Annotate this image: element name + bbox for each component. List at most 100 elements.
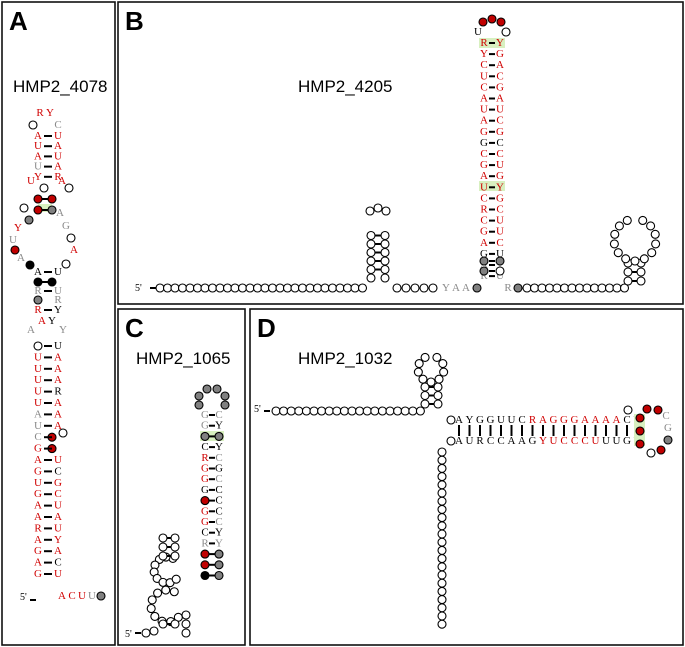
nucleotide: C (480, 81, 487, 93)
nucleotide: G (496, 81, 504, 93)
nucleotide: G (34, 488, 42, 500)
nucleotide: U (54, 130, 62, 142)
unpaired-nucleotide-dot (380, 273, 390, 283)
unpaired-nucleotide-dot (305, 283, 315, 293)
variant-nucleotide-dot (479, 256, 489, 266)
nucleotide: A (56, 207, 64, 219)
unpaired-nucleotide-dot (158, 542, 168, 552)
unpaired-nucleotide-dot (438, 359, 448, 369)
nucleotide: A (455, 435, 463, 447)
variant-nucleotide-dot (635, 413, 645, 423)
unpaired-nucleotide-dot (437, 488, 447, 498)
nucleotide: A (480, 237, 488, 249)
unpaired-nucleotide-dot (650, 229, 660, 239)
variant-nucleotide-dot (472, 283, 482, 293)
unpaired-nucleotide-dot (559, 283, 570, 293)
unpaired-nucleotide-dot (297, 283, 308, 293)
nucleotide: C (54, 465, 61, 477)
nucleotide: Y (442, 282, 450, 294)
nucleotide: C (34, 431, 41, 443)
unpaired-nucleotide-dot (58, 428, 68, 438)
nucleotide: Y (46, 107, 54, 119)
nucleotide: R (54, 294, 62, 306)
unpaired-nucleotide-dot (185, 283, 195, 293)
unpaired-nucleotide-dot (437, 603, 447, 613)
unpaired-nucleotide-dot (420, 352, 430, 362)
unpaired-nucleotide-dot (192, 283, 203, 293)
variant-nucleotide-dot (495, 256, 505, 266)
nucleotide: A (27, 324, 35, 336)
nucleotide: Y (215, 441, 223, 453)
nucleotide: R (34, 304, 42, 316)
unpaired-nucleotide-dot (230, 283, 240, 293)
covariation-highlight (38, 204, 52, 212)
nucleotide: U (78, 590, 86, 602)
variant-nucleotide-dot (33, 194, 43, 204)
nucleotide: C (496, 148, 503, 160)
nucleotide: U (88, 590, 96, 602)
unpaired-nucleotide-dot (366, 230, 376, 241)
nucleotide: R (36, 107, 44, 119)
nucleotide: A (54, 420, 62, 432)
variant-nucleotide-dot (212, 384, 222, 394)
nucleotide: G (201, 505, 209, 517)
nucleotide: U (480, 70, 488, 82)
nucleotide: R (34, 522, 42, 534)
nucleotide: A (34, 150, 42, 162)
unpaired-nucleotide-dot (141, 628, 151, 638)
unpaired-nucleotide-dot (636, 276, 646, 286)
unpaired-nucleotide-dot (271, 406, 281, 416)
unpaired-nucleotide-dot (28, 120, 38, 130)
panel-d-title: HMP2_1032 (298, 349, 393, 368)
unpaired-nucleotide-dot (582, 283, 592, 293)
variant-nucleotide-dot (194, 391, 204, 401)
unpaired-nucleotide-dot (437, 496, 447, 506)
nucleotide: Y (54, 304, 62, 316)
nucleotide: Y (496, 181, 504, 193)
nucleotide: A (54, 397, 62, 409)
nucleotide: G (201, 484, 209, 496)
panel-a-border (1, 1, 116, 646)
unpaired-nucleotide-dot (64, 183, 74, 193)
variant-nucleotide-dot (635, 426, 645, 436)
variant-nucleotide-dot (487, 14, 497, 24)
nucleotide: C (215, 484, 222, 496)
nucleotide: A (34, 130, 42, 142)
nucleotide: A (54, 363, 62, 375)
unpaired-nucleotide-dot (647, 248, 657, 258)
nucleotide: G (480, 126, 488, 138)
nucleotide: A (581, 414, 589, 426)
panel-b-border (117, 1, 684, 305)
nucleotide: G (529, 435, 537, 447)
unpaired-nucleotide-dot (149, 626, 159, 636)
unpaired-nucleotide-dot (279, 406, 289, 416)
nucleotide: G (480, 226, 488, 238)
unpaired-nucleotide-dot (377, 406, 387, 416)
unpaired-nucleotide-dot (286, 406, 296, 416)
nucleotide: G (201, 463, 209, 475)
unpaired-nucleotide-dot (170, 551, 180, 561)
unpaired-nucleotide-dot (380, 230, 390, 241)
variant-nucleotide-dot (642, 404, 652, 414)
nucleotide: A (480, 93, 488, 105)
nucleotide: U (54, 266, 62, 278)
variant-nucleotide-dot (200, 560, 210, 570)
nucleotide: A (58, 590, 66, 602)
unpaired-nucleotide-dot (589, 283, 600, 293)
nucleotide: G (201, 516, 209, 528)
nucleotide: C (496, 115, 503, 127)
nucleotide: U (34, 386, 42, 398)
covariation-highlight (479, 181, 505, 191)
nucleotide: G (201, 473, 209, 485)
panel-c-letter: C (125, 313, 144, 343)
unpaired-nucleotide-dot (393, 406, 403, 416)
nucleotide: A (34, 266, 42, 278)
nucleotide: Y (215, 537, 223, 549)
unpaired-nucleotide-dot (437, 504, 447, 514)
nucleotide: G (34, 465, 42, 477)
nucleotide: R (476, 435, 484, 447)
panel-a-five-prime: 5' (20, 592, 27, 603)
unpaired-nucleotide-dot (604, 283, 615, 293)
unpaired-nucleotide-dot (366, 239, 376, 249)
nucleotide: U (34, 420, 42, 432)
